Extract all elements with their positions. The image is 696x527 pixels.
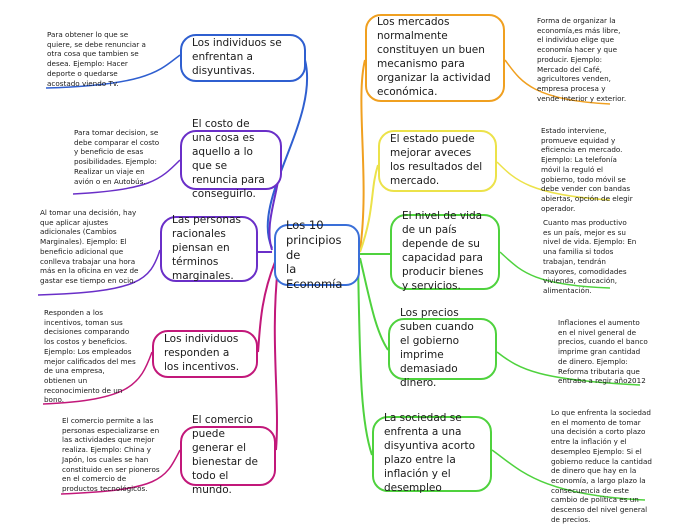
link-center-left-4 xyxy=(257,261,276,353)
note-marginales: Al tomar una decisión, hay que aplicar a… xyxy=(40,208,139,286)
topic-incentivos[interactable]: Los individuos responden a los incentivo… xyxy=(152,330,258,378)
topic-label: Las personas racionales piensan en térmi… xyxy=(172,214,241,282)
topic-label: El estado puede mejorar aveces los resul… xyxy=(390,133,483,187)
note-inflacion-desempleo: Lo que enfrenta la sociedad en el moment… xyxy=(551,408,652,524)
topic-inflacion-desempleo[interactable]: La sociedad se enfrenta a una disyuntiva… xyxy=(372,412,492,494)
topic-precios[interactable]: Los precios suben cuando el gobierno imp… xyxy=(388,307,497,389)
topic-comercio[interactable]: El comercio puede generar el bienestar d… xyxy=(180,414,276,496)
link-center-right-4 xyxy=(359,257,389,351)
topic-label: Los individuos se enfrentan a disyuntiva… xyxy=(192,37,282,77)
topic-costo[interactable]: El costo de una cosa es aquello a lo que… xyxy=(180,118,282,200)
note-disyuntivas: Para obtener lo que se quiere, se debe r… xyxy=(47,30,146,88)
central-topic[interactable]: Los 10 principios de la Economía xyxy=(274,218,360,291)
note-precios: Inflaciones el aumento en el nivel gener… xyxy=(558,318,648,386)
topic-marginales[interactable]: Las personas racionales piensan en térmi… xyxy=(160,214,258,282)
link-center-left-5 xyxy=(273,265,279,451)
topic-label: El comercio puede generar el bienestar d… xyxy=(192,414,258,496)
topic-label: Los individuos responden a los incentivo… xyxy=(164,333,240,373)
topic-nivel-de-vida[interactable]: El nivel de vida de un país depende de s… xyxy=(390,210,500,292)
central-topic-label: Los 10 principios de la Economía xyxy=(286,217,343,292)
topic-label: La sociedad se enfrenta a una disyuntiva… xyxy=(384,412,476,494)
link-center-right-2 xyxy=(359,164,379,253)
topic-label: Los precios suben cuando el gobierno imp… xyxy=(400,307,474,389)
topic-mercados[interactable]: Los mercados normalmente constituyen un … xyxy=(365,14,505,102)
note-estado: Estado interviene, promueve equidad y ef… xyxy=(541,126,633,213)
topic-estado[interactable]: El estado puede mejorar aveces los resul… xyxy=(378,130,497,192)
note-nivel-de-vida: Cuanto mas productivo es un país, mejor … xyxy=(543,218,637,296)
note-mercados: Forma de organizar la economía,es más li… xyxy=(537,16,627,103)
note-incentivos: Responden a los incentivos, toman sus de… xyxy=(44,308,136,405)
topic-label: El costo de una cosa es aquello a lo que… xyxy=(192,118,265,200)
topic-disyuntivas[interactable]: Los individuos se enfrentan a disyuntiva… xyxy=(180,34,306,82)
topic-label: Los mercados normalmente constituyen un … xyxy=(377,16,491,98)
note-costo: Para tomar decision, se debe comparar el… xyxy=(74,128,160,186)
link-center-right-5 xyxy=(357,261,373,456)
topic-label: El nivel de vida de un país depende de s… xyxy=(402,210,484,292)
note-comercio: El comercio permite a las personas espec… xyxy=(62,416,160,494)
